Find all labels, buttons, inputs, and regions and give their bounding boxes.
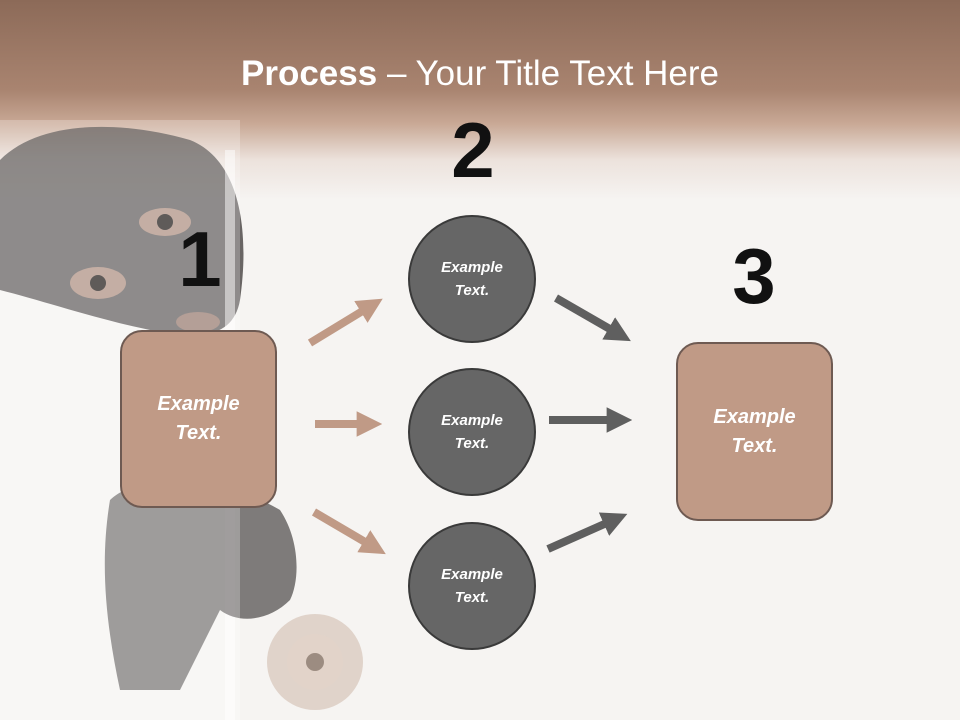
process-circle-top-label: Example Text.	[441, 259, 503, 299]
process-box-right-label: Example Text.	[713, 405, 796, 457]
process-circle-middle-label: Example Text.	[441, 412, 503, 452]
step-number-2: 2	[451, 106, 495, 194]
arrow-left-down	[311, 508, 386, 555]
process-box-left: Example Text.	[120, 330, 277, 508]
process-circle-bottom: Example Text.	[408, 522, 536, 650]
process-circle-top: Example Text.	[408, 215, 536, 343]
step-number-3: 3	[732, 232, 776, 320]
title-rest: – Your Title Text Here	[377, 54, 719, 93]
title-bold: Process	[241, 54, 378, 93]
process-box-right: Example Text.	[676, 342, 833, 521]
slide-title: Process – Your Title Text Here	[0, 52, 960, 96]
arrow-left-up	[307, 298, 383, 347]
process-circle-bottom-label: Example Text.	[441, 566, 503, 606]
arrow-right-up	[546, 512, 628, 553]
step-number-1: 1	[178, 215, 222, 303]
process-circle-middle: Example Text.	[408, 368, 536, 496]
arrow-right-down	[554, 294, 631, 342]
process-box-left-label: Example Text.	[157, 393, 240, 444]
